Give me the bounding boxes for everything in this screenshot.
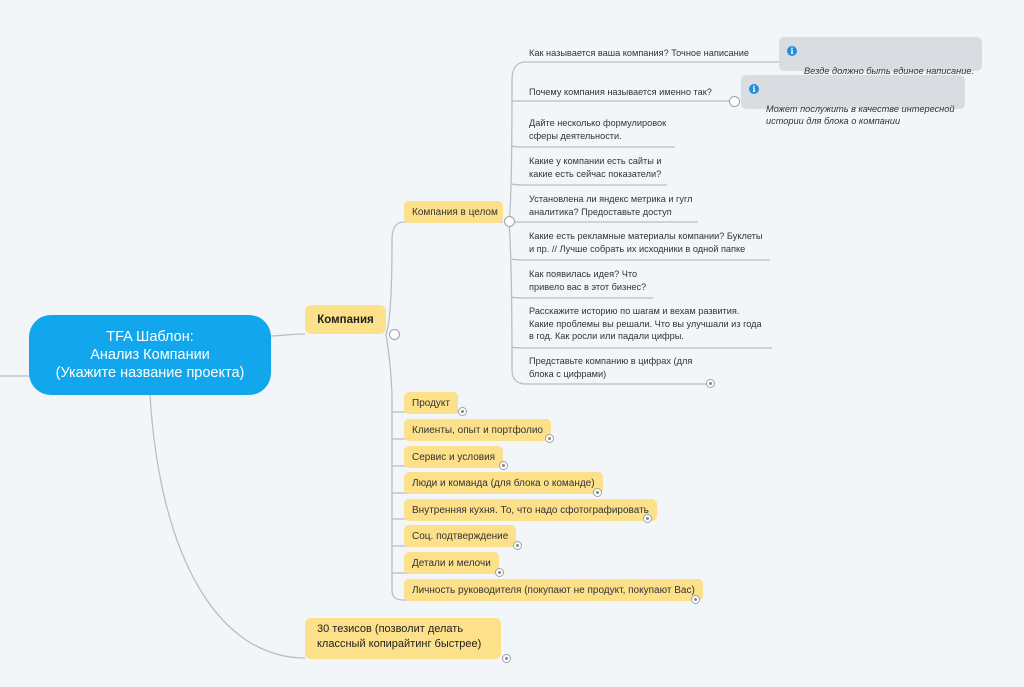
topic-inner-kitchen[interactable]: Внутренняя кухня. То, что надо сфотограф… [404, 499, 657, 521]
expand-dot-icon[interactable] [495, 568, 504, 577]
topic-leader-personality[interactable]: Личность руководителя (покупают не проду… [404, 579, 703, 601]
topic-service[interactable]: Сервис и условия [404, 446, 504, 468]
topic-social-proof[interactable]: Соц. подтверждение [404, 525, 517, 547]
topic-30-theses[interactable]: 30 тезисов (позволит делать классный коп… [305, 618, 501, 659]
expand-dot-icon[interactable] [502, 654, 511, 663]
topic-clients[interactable]: Клиенты, опыт и портфолио [404, 419, 551, 441]
expand-dot-icon[interactable] [458, 407, 467, 416]
note-interesting-story[interactable]: i Может послужить в качестве интересной … [741, 75, 965, 126]
expand-dot-icon[interactable] [643, 514, 652, 523]
question-company-name[interactable]: Как называется ваша компания? Точное нап… [529, 48, 749, 58]
topic-company-overall[interactable]: Компания в целом [404, 201, 503, 223]
question-numbers[interactable]: Представьте компанию в цифрах (для блока… [529, 356, 693, 379]
collapse-dot-icon[interactable] [504, 216, 515, 227]
expand-dot-icon[interactable] [691, 595, 700, 604]
question-activity[interactable]: Дайте несколько формулировок сферы деяте… [529, 118, 667, 141]
note-unified-spelling[interactable]: i Везде должно быть единое написание. Уд… [779, 37, 982, 88]
question-history[interactable]: Расскажите историю по шагам и вехам разв… [529, 306, 762, 341]
expand-dot-icon[interactable] [513, 541, 522, 550]
topic-company[interactable]: Компания [305, 305, 386, 334]
collapse-dot-icon[interactable] [389, 329, 400, 340]
collapse-dot-icon[interactable] [729, 96, 740, 107]
expand-dot-icon[interactable] [545, 434, 554, 443]
info-icon: i [787, 46, 797, 56]
topic-team[interactable]: Люди и команда (для блока о команде) [404, 472, 603, 494]
root-topic[interactable]: TFA Шаблон: Анализ Компании (Укажите наз… [29, 315, 271, 395]
expand-dot-icon[interactable] [593, 488, 602, 497]
question-idea[interactable]: Как появилась идея? Что привело вас в эт… [529, 269, 647, 292]
question-company-name-reason[interactable]: Почему компания называется именно так? [529, 87, 712, 97]
note-text: Может послужить в качестве интересной ис… [766, 104, 955, 126]
topic-product[interactable]: Продукт [404, 392, 458, 414]
expand-dot-icon[interactable] [706, 379, 715, 388]
question-analytics[interactable]: Установлена ли яндекс метрика и гугл ана… [529, 194, 693, 217]
topic-details[interactable]: Детали и мелочи [404, 552, 499, 574]
question-sites[interactable]: Какие у компании есть сайты и какие есть… [529, 156, 662, 179]
info-icon: i [749, 84, 759, 94]
question-ad-materials[interactable]: Какие есть рекламные материалы компании?… [529, 231, 763, 254]
expand-dot-icon[interactable] [499, 461, 508, 470]
